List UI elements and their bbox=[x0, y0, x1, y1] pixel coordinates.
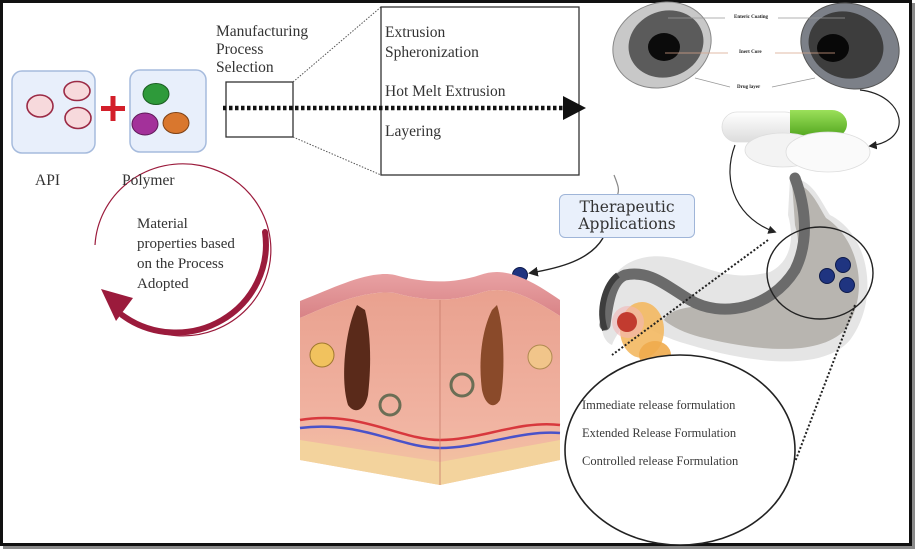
drug-bead-icon bbox=[835, 257, 851, 273]
material-line: Material bbox=[137, 216, 188, 232]
api-label: API bbox=[35, 172, 60, 189]
zoom-line-bottom bbox=[292, 136, 382, 176]
polymer-panel bbox=[129, 69, 207, 153]
skin-cross-section bbox=[299, 271, 561, 485]
polymer-particle-orange bbox=[162, 112, 190, 134]
polymer-particle-green bbox=[142, 83, 170, 105]
tablet-pill bbox=[785, 131, 871, 173]
cycle-arrowhead-icon bbox=[101, 289, 133, 321]
drug-bead-icon bbox=[839, 277, 855, 293]
pill-to-stomach-arrow bbox=[729, 144, 777, 234]
therapeutic-applications-box: Therapeutic Applications bbox=[559, 194, 695, 238]
label-enteric-coating: Enteric Coating bbox=[734, 15, 769, 20]
method-hot-melt-extrusion: Hot Melt Extrusion bbox=[385, 83, 506, 100]
therapeutic-to-skin-arrow bbox=[528, 237, 604, 277]
formulation-extended: Extended Release Formulation bbox=[582, 426, 737, 440]
zoom-line-left bbox=[611, 239, 769, 356]
therapeutic-line: Therapeutic bbox=[579, 197, 675, 216]
api-particle bbox=[63, 80, 91, 102]
cycle-arrow-thin bbox=[94, 163, 272, 337]
material-properties-text: Material properties based on the Process… bbox=[137, 214, 235, 294]
formulation-circle bbox=[564, 354, 796, 546]
polymer-label: Polymer bbox=[122, 172, 175, 189]
material-line: Adopted bbox=[137, 276, 189, 292]
tablet-cross-section-right bbox=[800, 2, 900, 90]
api-particle bbox=[64, 106, 92, 130]
api-particle bbox=[26, 94, 54, 118]
tablet-cross-section-left bbox=[612, 1, 712, 89]
process-title-line: Process bbox=[216, 41, 264, 58]
label-drug-layer: Drug layer bbox=[737, 85, 761, 90]
zoom-line-right bbox=[794, 304, 856, 463]
process-title-line: Manufacturing bbox=[216, 23, 309, 40]
capsule-and-tablets bbox=[721, 110, 871, 173]
zoom-line-top bbox=[292, 6, 382, 83]
cycle-arrow-thick bbox=[119, 229, 269, 336]
stomach-zoom-circle bbox=[766, 226, 874, 320]
process-to-therapeutic-line bbox=[613, 174, 620, 197]
tablet-to-pill-arrow bbox=[859, 89, 900, 150]
method-layering: Layering bbox=[385, 123, 441, 140]
api-panel bbox=[11, 70, 96, 154]
plus-icon bbox=[101, 96, 125, 121]
process-flow-arrowhead-icon bbox=[563, 96, 586, 120]
formulation-controlled: Controlled release Formulation bbox=[582, 454, 739, 468]
polymer-panel-box bbox=[129, 69, 207, 153]
polymer-particle-magenta bbox=[131, 112, 159, 136]
formulation-immediate: Immediate release formulation bbox=[582, 398, 736, 412]
material-line: properties based bbox=[137, 236, 235, 252]
leader-line bbox=[771, 77, 816, 88]
label-inert-core: Inert Core bbox=[739, 50, 762, 55]
tumor bbox=[617, 312, 637, 332]
therapeutic-line: Applications bbox=[578, 215, 676, 233]
method-spheronization: Spheronization bbox=[385, 44, 479, 61]
drug-bead-icon bbox=[819, 268, 835, 284]
capsule-green-half bbox=[790, 110, 847, 138]
leader-line bbox=[694, 77, 731, 88]
material-line: on the Process bbox=[137, 256, 224, 272]
process-methods-box bbox=[380, 6, 580, 176]
method-extrusion: Extrusion bbox=[385, 24, 446, 41]
process-title-line: Selection bbox=[216, 59, 274, 76]
process-selection-title: Manufacturing Process Selection bbox=[216, 23, 308, 77]
